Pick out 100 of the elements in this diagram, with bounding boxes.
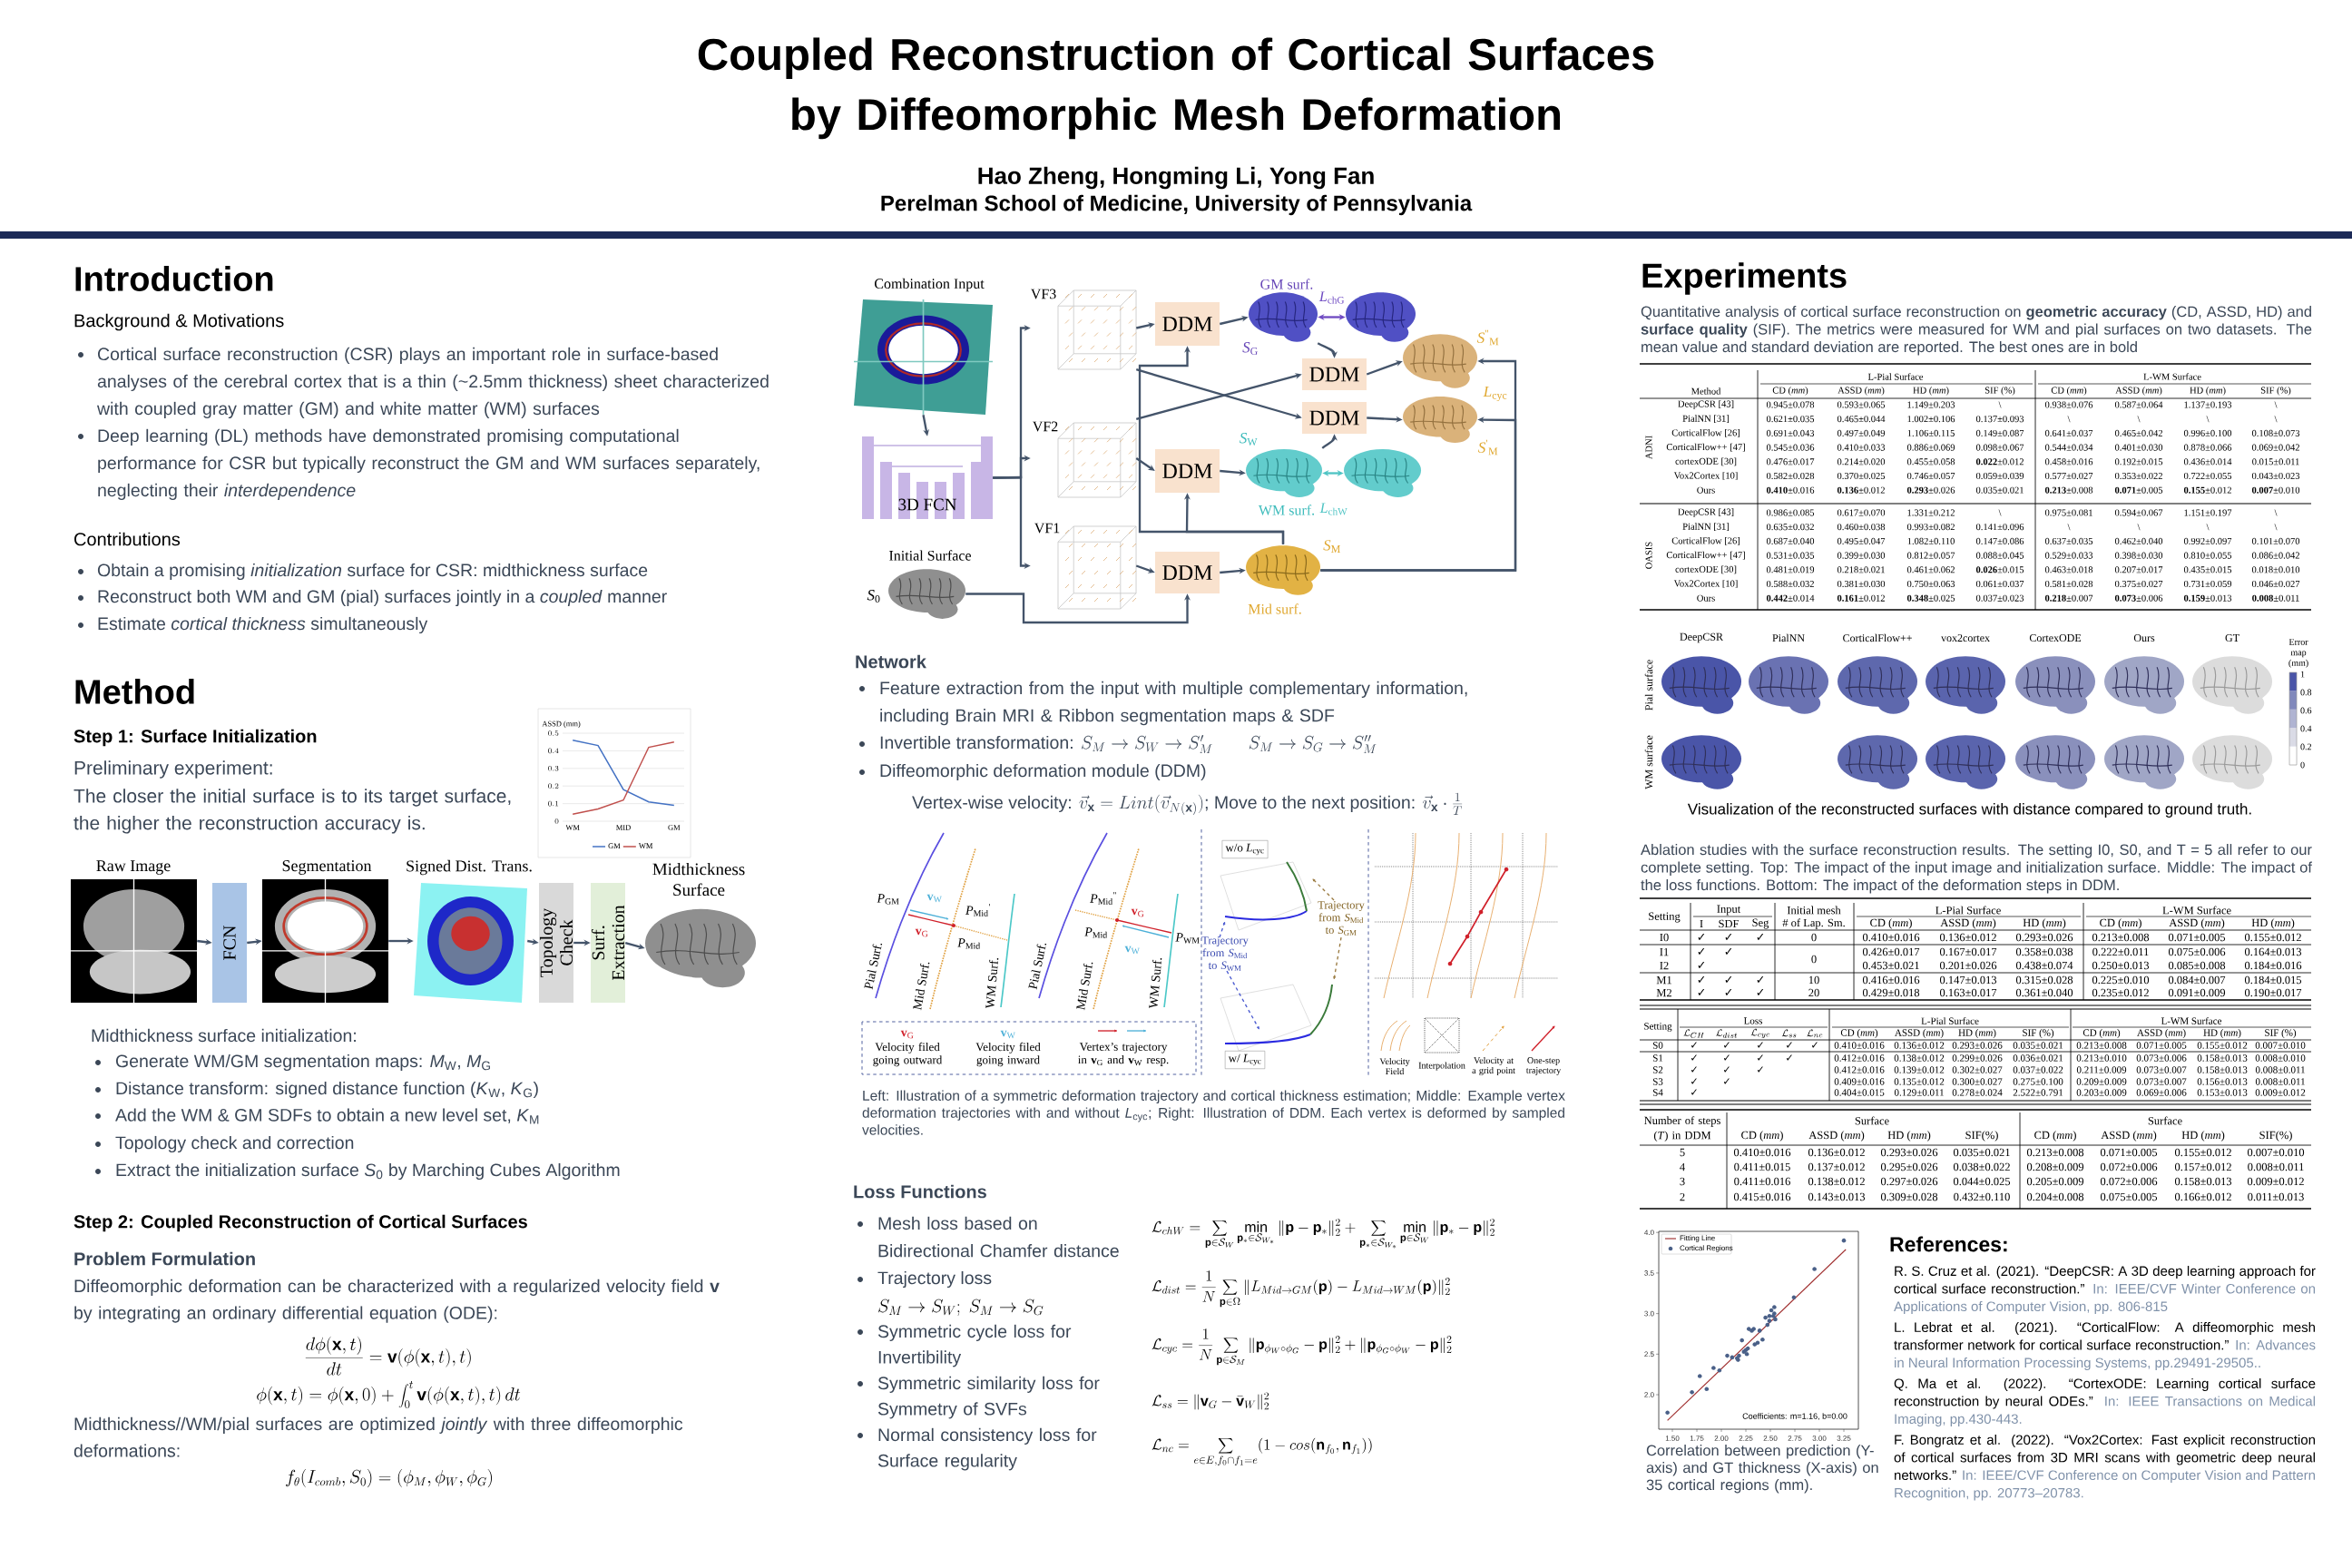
image-caption: Initial Surface <box>889 550 971 561</box>
table-cell: 0.746±0.057 <box>1906 472 1955 480</box>
table-cell: 0.495±0.047 <box>1837 537 1886 544</box>
table-cell: \ <box>2067 416 2071 423</box>
table-cell: 0.073±0.006 <box>2136 1054 2187 1062</box>
table-cell: 0.415±0.016 <box>1733 1192 1791 1201</box>
table-cell: 0.164±0.013 <box>2244 947 2302 956</box>
table-cell: DeepCSR [43] <box>1678 400 1734 409</box>
bullet-text: Symmetric similarity loss for Symmetry of SVFs <box>877 1376 1100 1419</box>
table-cell: 0.293±0.026 <box>1952 1042 2003 1049</box>
table-cell: Method <box>1691 387 1721 395</box>
figure-label: Velocity filed going inward <box>975 1042 1041 1067</box>
figure-label: WM Surf. <box>1149 958 1162 1008</box>
chart-annotation: Coefficients: m=1.16, b=0.00 <box>1742 1413 1847 1420</box>
table-cell: CorticalFlow++ [47] <box>1666 551 1745 560</box>
table-cell: 0.209±0.009 <box>2076 1078 2127 1085</box>
legend-label: Fitting Line <box>1680 1235 1715 1242</box>
figure-label: P$_{Mid}$ <box>957 938 981 949</box>
table-cell: 0.007±0.010 <box>2247 1148 2305 1157</box>
row-label: WM surface <box>1644 735 1653 789</box>
table-cell: 0.463±0.018 <box>2044 566 2093 573</box>
figure-label: Vertex’s trajectory in v$_{G}$ and v$_{W}$ resp. <box>1078 1043 1169 1066</box>
table-cell: $\mathcal{L}_{ss}$ <box>1781 1029 1797 1038</box>
table-cell: 0.309±0.028 <box>1880 1192 1938 1201</box>
paragraph-text: The closer the initial surface is to its target surface, the higher the reconstruction accuracy is. <box>74 789 511 834</box>
table-cell: cortexODE [30] <box>1675 565 1737 574</box>
table-cell: 0.007±0.010 <box>2251 486 2300 494</box>
table-cell: CD (mm) <box>2100 918 2141 929</box>
section-heading: References: <box>1890 1236 2007 1252</box>
column-label: PialNN <box>1772 633 1805 642</box>
table-cell: Seg <box>1752 918 1769 929</box>
table-cell: 1.149±0.203 <box>1907 401 1955 408</box>
table-cell: 0.993±0.082 <box>1906 524 1955 531</box>
table-cell: ✓ <box>1757 989 1764 995</box>
table-cell: 0.143±0.013 <box>1808 1192 1866 1201</box>
figure-label: P$_{Mid}$'' <box>1090 892 1116 905</box>
table-cell: 0.037±0.022 <box>2013 1066 2063 1073</box>
table-cell: ✓ <box>1757 934 1764 940</box>
table-cell: ✓ <box>1724 1042 1730 1048</box>
table-cell: HD (mm) <box>2251 918 2295 929</box>
table-cell: Setting <box>1644 1023 1672 1032</box>
equation: $\phi(\mathbf{x},t)=\phi(\mathbf{x},0)+\int_0^t\mathbf{v}(\phi(\mathbf{x},t),t)\,dt$ <box>257 1381 521 1409</box>
y-tick-label: 0 . 3 <box>548 766 559 771</box>
table-cell: 0.938±0.076 <box>2044 401 2093 408</box>
table-cell: 0.018±0.010 <box>2251 566 2300 573</box>
tick-label: 0 <box>2300 761 2305 769</box>
table-cell: 0.044±0.025 <box>1953 1177 2011 1186</box>
equation: $\mathcal{L}_{ss}=\|\mathbf{v}_G-\bar{\mathbf{v}}_W\|_2^2$ <box>1152 1392 1269 1410</box>
table-cell: Setting <box>1649 912 1681 923</box>
table-cell: 0.275±0.100 <box>2013 1078 2063 1085</box>
step-heading: Step 1: Surface Initialization <box>74 729 317 747</box>
table-cell: 0.192±0.015 <box>2114 458 2163 466</box>
table-cell: 0.975±0.081 <box>2044 509 2092 516</box>
column-label: GT <box>2225 634 2239 642</box>
table-cell: 0.293±0.026 <box>1880 1148 1938 1157</box>
table-cell: 0.072±0.006 <box>2100 1177 2158 1186</box>
x-tick-label: WM <box>565 825 580 830</box>
table-cell: ✓ <box>1724 1078 1730 1084</box>
table-cell: 0.992±0.097 <box>2183 537 2232 544</box>
table-cell: ✓ <box>1725 934 1732 940</box>
image-caption: WM surf. <box>1258 505 1315 515</box>
reference-text: L. Lebrat et al. (2021). “CorticalFlow: A diffeomorphic mesh transformer network for cortical surface reconstruction.” In: Advances in Neural Information Processing Systems, pp.29491-29505.. <box>1894 1322 2316 1370</box>
bullet-text: Generate WM/GM segmentation maps: M$_{W}$, M$_{G}$ <box>116 1054 490 1072</box>
table-cell: PialNN [31] <box>1682 523 1730 532</box>
table-cell: 0.295±0.026 <box>1880 1162 1938 1171</box>
table-cell: 0.582±0.028 <box>1766 472 1815 480</box>
image-caption: S$^{''}$M <box>1476 329 1499 346</box>
section-heading: Method <box>75 679 194 704</box>
legend-label: WM <box>638 843 653 849</box>
table-cell: 0.381±0.030 <box>1837 580 1886 588</box>
table-cell: 0.149±0.087 <box>1975 429 2024 436</box>
table-cell: \ <box>2206 524 2210 531</box>
table-cell: 0.155±0.012 <box>2244 933 2301 942</box>
image-caption: Signed Dist. Trans. <box>407 859 532 876</box>
table-cell: 0.213±0.010 <box>2076 1054 2127 1062</box>
equation: $\frac{d\phi(\mathbf{x},t)}{dt}=\mathbf{v}(\phi(\mathbf{x},t),t)$ <box>305 1336 471 1376</box>
table-cell: 0.481±0.019 <box>1766 566 1815 573</box>
table-cell: 0.069±0.042 <box>2251 444 2299 451</box>
table-cell: ✓ <box>1698 962 1705 968</box>
table-cell: 0.213±0.008 <box>2092 933 2150 942</box>
table-cell: ✓ <box>1691 1089 1697 1095</box>
reference-text: F. Bongratz et al. (2022). “Vox2Cortex: Fast explicit reconstruction of cortical surfaces from 3D MRI scans with geometric deep neural networks.” In: IEEE/CVF Conference on Computer Vision and Pattern Recognition, pp. 20773–20783. <box>1894 1435 2315 1501</box>
tick-label: 2.0 <box>1644 1392 1654 1397</box>
table-cell: 0.069±0.006 <box>2136 1089 2187 1096</box>
table-cell: 0.008±0.010 <box>2255 1054 2306 1062</box>
table-cell: 0.007±0.010 <box>2255 1042 2306 1049</box>
table-cell: 0.207±0.017 <box>2114 566 2163 573</box>
table-cell: 0.412±0.016 <box>1834 1054 1885 1062</box>
table-cell: 0.810±0.055 <box>2183 552 2232 559</box>
table-cell: 0.136±0.012 <box>1837 486 1885 494</box>
y-tick-label: 0 .4 <box>548 748 559 754</box>
table-cell: 0.435±0.015 <box>2183 566 2232 573</box>
table-cell: ✓ <box>1812 1042 1818 1048</box>
table-cell: I1 <box>1660 947 1669 956</box>
bullet-text: Trajectory loss <box>877 1270 992 1289</box>
ddm-box: DDM <box>1302 402 1367 434</box>
table-cell: 0.201±0.026 <box>1939 961 1997 970</box>
formula-text: $S_M\rightarrow S_W;\ S_M\rightarrow S_G$ <box>878 1298 1044 1316</box>
table-cell: 0.015±0.011 <box>2252 458 2299 466</box>
table-cell: 0 <box>1811 933 1817 942</box>
